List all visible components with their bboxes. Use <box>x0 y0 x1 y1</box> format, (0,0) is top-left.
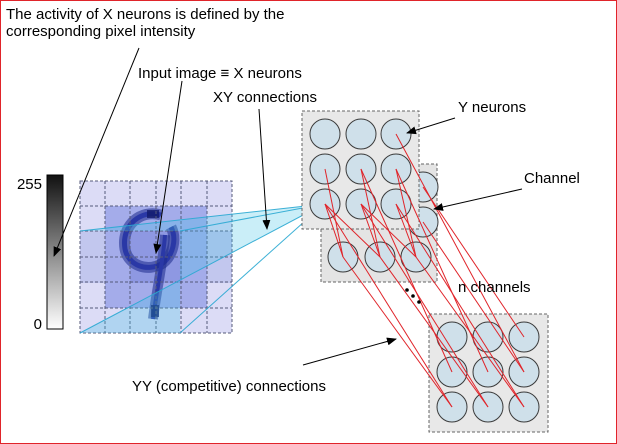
n-channels-label: n channels <box>458 279 531 296</box>
xy-connections-label: XY connections <box>213 89 317 106</box>
input-grid-lines <box>79 180 233 334</box>
channel-arrow <box>433 188 523 211</box>
yy-connections-arrow <box>302 337 397 366</box>
colorbar-min-label: 0 <box>34 316 42 333</box>
yy-competitive-connections <box>324 133 525 408</box>
channel-layer-front <box>301 110 420 230</box>
xy-connections-arrow <box>258 108 271 230</box>
intensity-colorbar: 255 0 <box>17 174 64 333</box>
yy-connections-label: YY (competitive) connections <box>132 378 326 395</box>
input-image-label: Input image ≡ X neurons <box>138 65 302 82</box>
activity-label-line2: corresponding pixel intensity <box>6 23 196 40</box>
annotation-arrows <box>53 47 523 366</box>
xy-connection-lines <box>79 203 325 334</box>
input-image-arrow <box>153 80 183 254</box>
colorbar-max-label: 255 <box>17 176 42 193</box>
y-neuron <box>309 118 341 150</box>
y-neurons-label: Y neurons <box>458 99 526 116</box>
y-neuron <box>345 118 377 150</box>
channel-label: Channel <box>524 170 580 187</box>
channel-layer-bottom <box>428 313 549 433</box>
input-image-grid <box>79 180 233 334</box>
channel-ellipsis <box>405 288 421 304</box>
y-neurons-arrow <box>406 117 456 135</box>
activity-arrow <box>53 47 140 257</box>
neuron <box>472 321 504 353</box>
handwritten-digit-image <box>119 208 180 320</box>
activity-label-line1: The activity of X neurons is defined by … <box>6 6 285 23</box>
